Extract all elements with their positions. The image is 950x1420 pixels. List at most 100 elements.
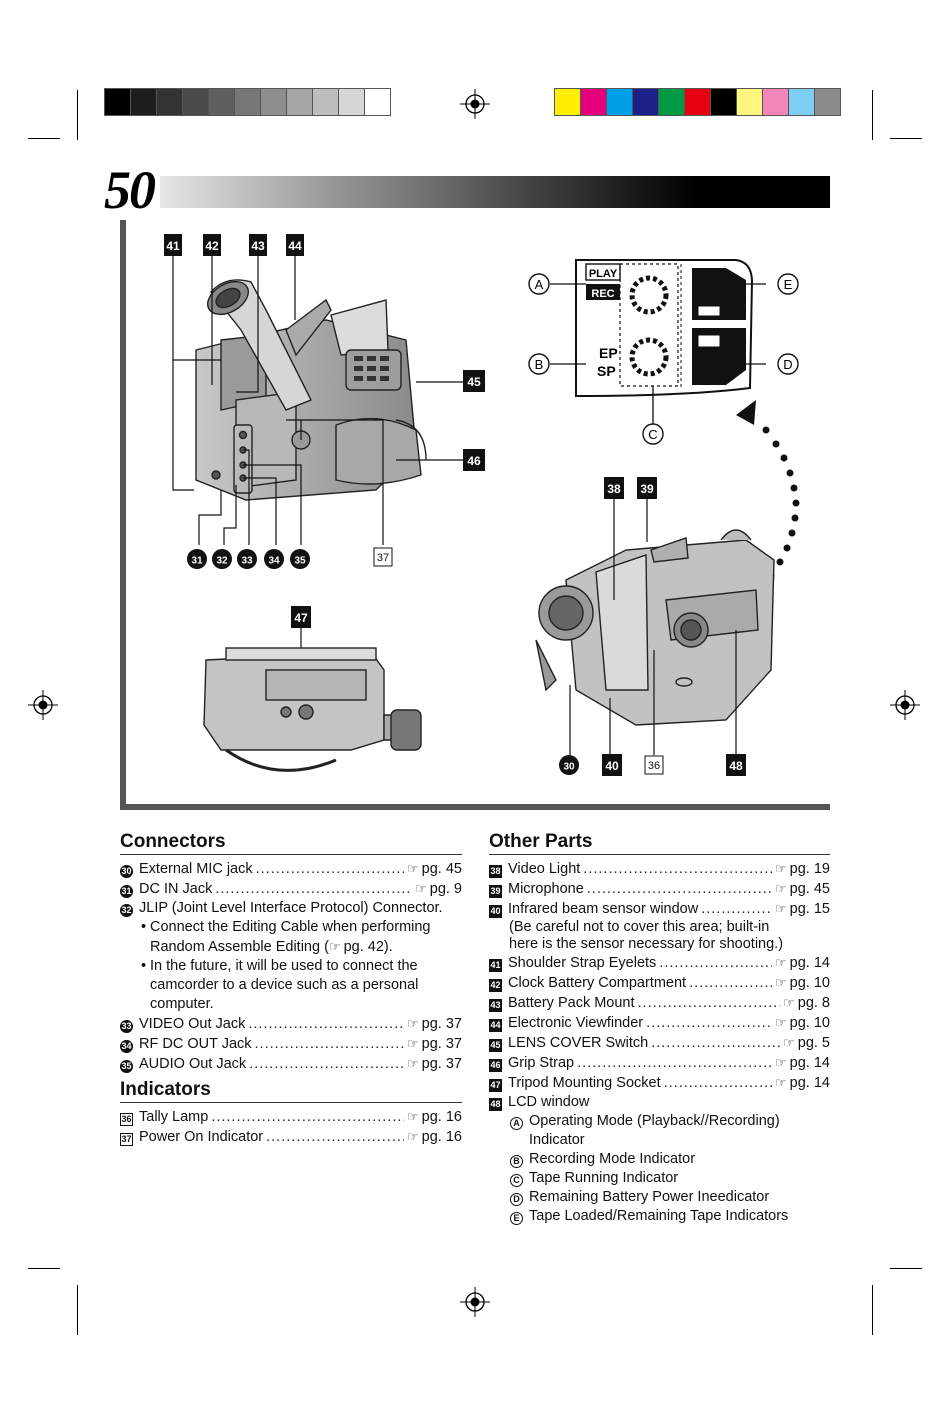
color-swatch	[659, 89, 685, 115]
item-number: 44	[489, 1019, 502, 1032]
callout-43: 43	[251, 239, 265, 253]
color-swatch	[555, 89, 581, 115]
pointing-hand-icon: ☞	[775, 861, 787, 876]
lcd-item: B Recording Mode Indicator	[489, 1150, 830, 1169]
color-swatch	[365, 89, 390, 115]
registration-mark-icon	[460, 1287, 490, 1317]
list-item: 34 RF DC OUT Jack ☞ pg. 37	[120, 1034, 462, 1054]
lcd-window-diagram: PLAY REC EP SP	[575, 259, 754, 398]
page-ref: pg. 15	[789, 901, 830, 917]
indicators-title: Indicators	[120, 1080, 462, 1103]
pointing-hand-icon: ☞	[407, 1016, 419, 1031]
list-item: 40 Infrared beam sensor window ☞ pg. 15	[489, 899, 830, 919]
bullet-line: Connect the Editing Cable when performin…	[150, 919, 431, 935]
list-item: 37 Power On Indicator ☞ pg. 16	[120, 1127, 462, 1147]
pointing-hand-icon: ☞	[328, 939, 341, 954]
lcd-letter-d: D	[783, 357, 792, 372]
pointing-hand-icon: ☞	[775, 955, 787, 970]
lcd-ep-label: EP	[599, 345, 618, 361]
item-number: 46	[489, 1059, 502, 1072]
color-swatch	[287, 89, 313, 115]
color-swatch	[633, 89, 659, 115]
gray-scale-bar	[104, 88, 391, 116]
item-label: LENS COVER Switch	[508, 1035, 649, 1051]
item-label: External MIC jack	[139, 861, 253, 877]
lcd-item-label: Tape Loaded/Remaining Tape Indicators	[529, 1208, 789, 1224]
color-swatch	[131, 89, 157, 115]
lcd-letter-b: B	[535, 357, 544, 372]
list-item: 44 Electronic Viewfinder ☞ pg. 10	[489, 1013, 830, 1033]
pointing-hand-icon: ☞	[407, 861, 419, 876]
list-item: 45 LENS COVER Switch ☞ pg. 5	[489, 1033, 830, 1053]
page-ref: pg. 9	[429, 881, 462, 897]
page-ref: pg. 10	[789, 975, 830, 991]
item-number: 40	[489, 905, 502, 918]
figure-frame	[120, 220, 830, 810]
callout-31: 31	[191, 556, 203, 567]
pointing-hand-icon: ☞	[775, 975, 787, 990]
color-swatch	[261, 89, 287, 115]
color-swatch	[209, 89, 235, 115]
callout-47: 47	[294, 611, 308, 625]
item-label: Tally Lamp	[139, 1109, 209, 1125]
bullet-line: computer.	[150, 996, 214, 1012]
callout-45: 45	[467, 375, 481, 389]
pointing-hand-icon: ☞	[783, 1035, 795, 1050]
pointing-hand-icon: ☞	[415, 881, 427, 896]
item-label: JLIP (Joint Level Interface Protocol) Co…	[139, 900, 443, 916]
page-ref: pg. 37	[421, 1056, 462, 1072]
callout-42: 42	[205, 239, 219, 253]
list-item: 41 Shoulder Strap Eyelets ☞ pg. 14	[489, 953, 830, 973]
lcd-item-label: Remaining Battery Power Ineedicator	[529, 1189, 770, 1205]
bullet-item: • Connect the Editing Cable when perform…	[141, 919, 431, 955]
color-swatch	[685, 89, 711, 115]
color-swatch	[789, 89, 815, 115]
pointing-hand-icon: ☞	[407, 1056, 419, 1071]
dotted-arrow	[736, 400, 800, 580]
lcd-item-label: Recording Mode Indicator	[529, 1151, 696, 1167]
color-swatch	[105, 89, 131, 115]
lcd-letter: C	[510, 1174, 523, 1187]
page-ref: pg. 16	[421, 1129, 462, 1145]
item-number: 48	[489, 1098, 502, 1111]
crop-mark	[28, 138, 60, 139]
list-item: 36 Tally Lamp ☞ pg. 16	[120, 1107, 462, 1127]
item-label: VIDEO Out Jack	[139, 1016, 246, 1032]
item-label: DC IN Jack	[139, 881, 213, 897]
page-ref: pg. 5	[797, 1035, 830, 1051]
item-label: Infrared beam sensor window	[508, 901, 699, 917]
list-item: 48 LCD window	[489, 1093, 830, 1112]
list-item: 30 External MIC jack ☞ pg. 45	[120, 859, 462, 879]
item-label: LCD window	[508, 1094, 590, 1110]
color-swatch	[607, 89, 633, 115]
pointing-hand-icon: ☞	[775, 901, 787, 916]
registration-mark-icon	[460, 89, 490, 119]
page-ref: pg. 16	[421, 1109, 462, 1125]
item-number: 32	[120, 904, 133, 917]
page-ref: pg. 45	[789, 881, 830, 897]
item-number: 42	[489, 979, 502, 992]
camcorder-rear-view	[195, 279, 427, 501]
page-ref: pg. 37	[421, 1016, 462, 1032]
crop-mark	[77, 90, 78, 140]
callout-38: 38	[607, 482, 621, 496]
item-label: Battery Pack Mount	[508, 995, 635, 1011]
callout-37: 37	[377, 552, 389, 564]
color-swatch	[339, 89, 365, 115]
pointing-hand-icon: ☞	[775, 1075, 787, 1090]
camcorder-bottom-view	[203, 647, 422, 772]
callout-46: 46	[467, 454, 481, 468]
camcorder-front-view	[535, 529, 775, 726]
pointing-hand-icon: ☞	[783, 995, 795, 1010]
lcd-letter-a: A	[535, 277, 544, 292]
callout-30: 30	[563, 762, 575, 773]
list-item: 33 VIDEO Out Jack ☞ pg. 37	[120, 1014, 462, 1034]
item-label: Grip Strap	[508, 1055, 575, 1071]
list-item: 35 AUDIO Out Jack ☞ pg. 37	[120, 1054, 462, 1074]
item-number: 30	[120, 865, 133, 878]
lcd-callout-letters: A B C D E	[528, 273, 799, 445]
lcd-letter: D	[510, 1193, 523, 1206]
right-column: Other Parts 38 Video Light ☞ pg. 19 39 M…	[489, 832, 830, 1226]
bullet-line: camcorder to a device such as a personal	[150, 977, 419, 993]
item-number: 47	[489, 1079, 502, 1092]
